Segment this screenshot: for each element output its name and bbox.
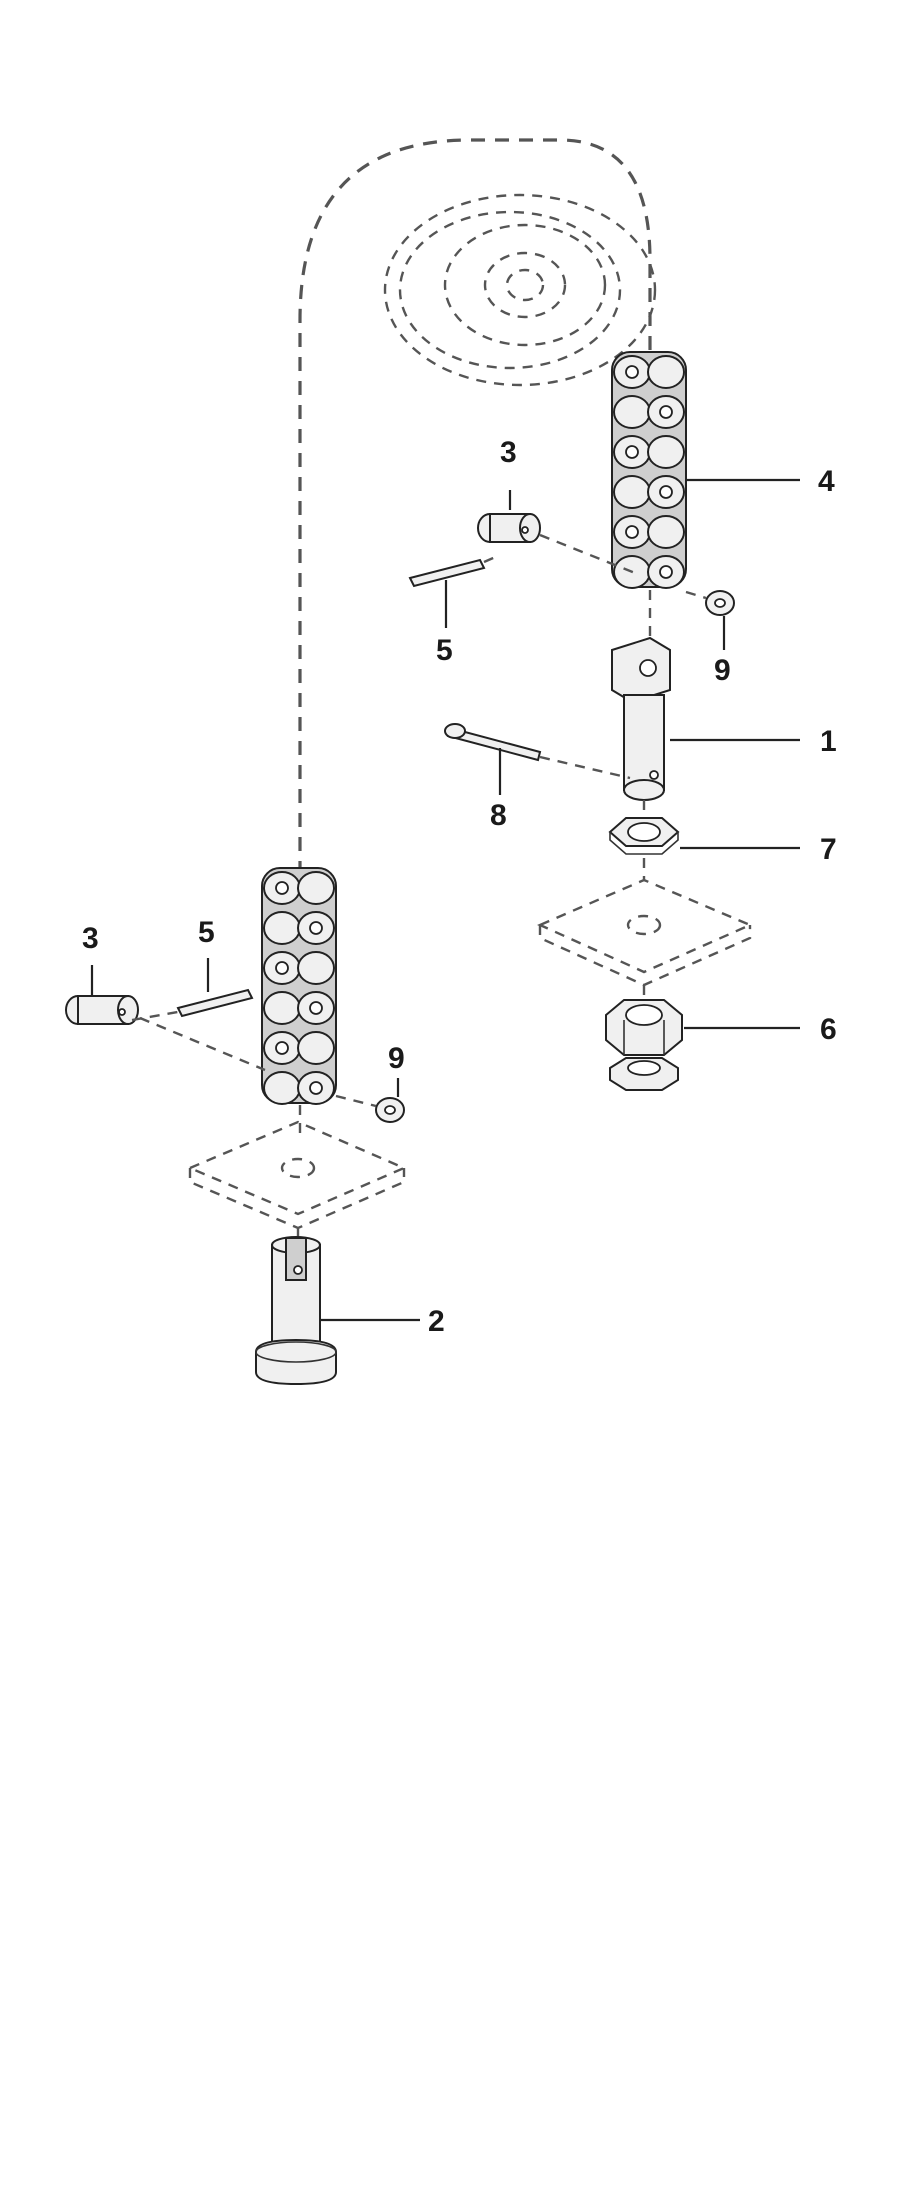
upper-mounting-plate-dashed — [537, 858, 754, 1000]
lower-clevis-pin — [65, 995, 139, 1025]
upper-cotter-pin — [408, 558, 486, 588]
lower-washer — [375, 1097, 405, 1123]
jam-nuts — [605, 999, 683, 1091]
upper-clevis-pin — [477, 513, 541, 543]
upper-chain — [611, 351, 687, 589]
callout-3-lower: 3 — [82, 922, 99, 955]
callout-2: 2 — [428, 1305, 445, 1338]
callout-8: 8 — [490, 799, 507, 832]
long-cotter-pin — [444, 723, 542, 762]
callout-9-lower: 9 — [388, 1042, 405, 1075]
callout-6: 6 — [820, 1013, 837, 1046]
callout-7: 7 — [820, 833, 837, 866]
leader-lines — [90, 478, 800, 1322]
sprocket-dashed — [383, 193, 657, 387]
callout-3-upper: 3 — [500, 436, 517, 469]
callout-4: 4 — [818, 465, 835, 498]
lower-cotter-pin — [176, 988, 254, 1018]
anchor-post — [255, 1236, 337, 1386]
callout-5-upper: 5 — [436, 634, 453, 667]
chain-path-dashed — [298, 138, 652, 875]
lower-mounting-plate-dashed — [186, 1105, 408, 1245]
hex-nut-upper — [608, 800, 680, 855]
tension-rod — [611, 590, 671, 801]
upper-washer — [705, 590, 735, 616]
lower-chain — [261, 867, 337, 1105]
callout-9-upper: 9 — [714, 654, 731, 687]
callout-5-lower: 5 — [198, 916, 215, 949]
callout-1: 1 — [820, 725, 837, 758]
